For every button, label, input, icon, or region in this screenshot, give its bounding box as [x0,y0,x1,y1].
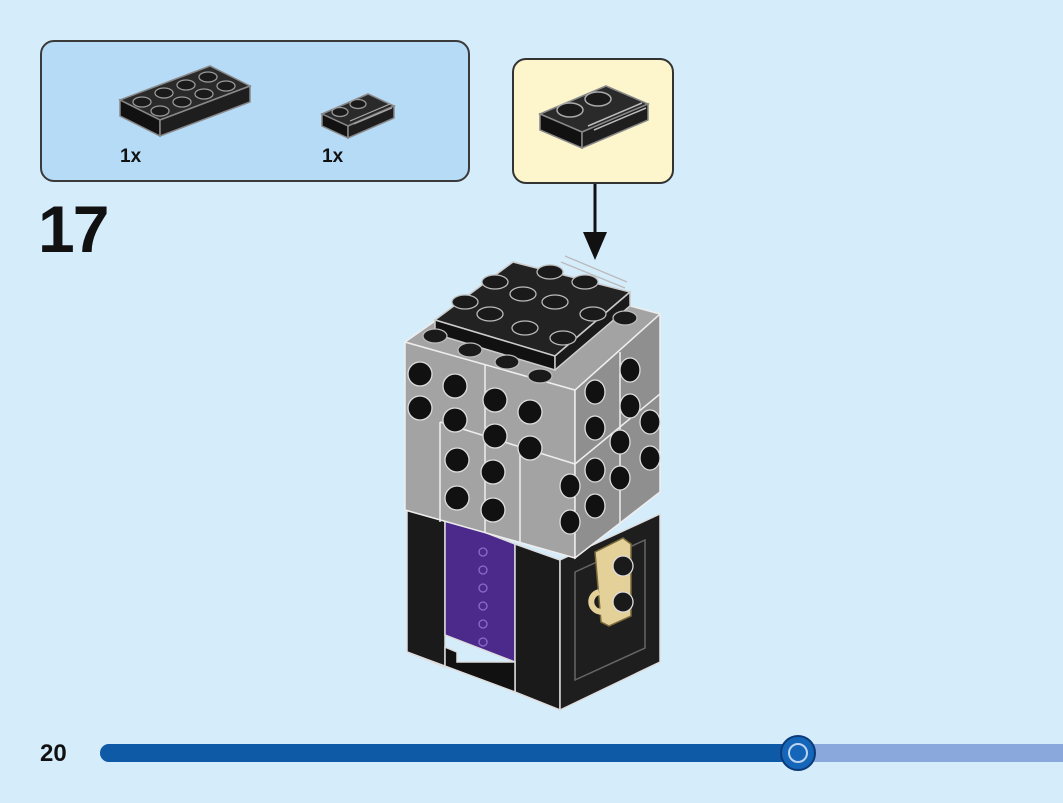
progress-bar [100,735,1063,771]
plate-1x2-rail-icon [320,93,396,140]
callout-box [512,58,674,184]
part-qty: 1x [322,146,344,167]
progress-fill [100,744,798,762]
plate-2x4-icon [118,65,252,138]
placement-arrow-icon [583,184,607,260]
progress-knob [780,735,816,771]
part-qty: 1x [120,146,142,167]
page-number: 20 [40,740,67,767]
step-number: 17 [38,192,109,266]
model-illustration [403,255,662,712]
parts-list-box: 1x 1x [40,40,470,182]
plate-1x2-rail-callout-icon [538,85,650,150]
